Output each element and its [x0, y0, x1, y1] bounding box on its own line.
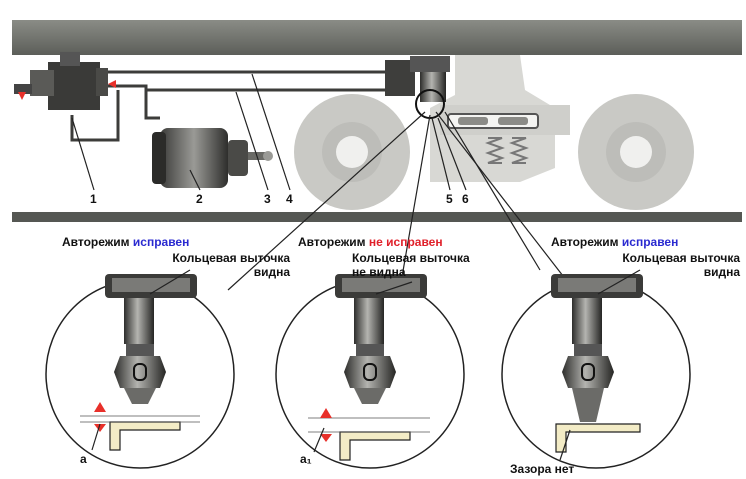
panel-3-bottom-label: Зазора нет	[510, 462, 575, 476]
air-distributor	[14, 52, 116, 110]
rail	[12, 212, 742, 222]
callout-3: 3	[264, 192, 271, 206]
detail-circle-1	[45, 274, 235, 469]
callout-5: 5	[446, 192, 453, 206]
panel-2-note-line2: не видна	[352, 265, 406, 279]
leader-lines	[227, 111, 571, 301]
callout-4: 4	[286, 192, 293, 206]
panel-2-title-prefix: Авторежим	[298, 235, 366, 249]
panel-2-gap-label: а₁	[300, 452, 312, 466]
panel-3-title-prefix: Авторежим	[551, 235, 619, 249]
auto-mode-unit	[385, 56, 450, 119]
pipes	[70, 70, 410, 142]
panel-2-note: Кольцевая выточка не видна	[352, 251, 470, 279]
panel-3-status: исправен	[621, 235, 679, 249]
callout-ticks	[71, 73, 467, 191]
panel-2-title: Авторежим не исправен	[298, 235, 443, 249]
detail-circle-2	[275, 274, 465, 469]
springs	[485, 137, 529, 164]
bogie	[294, 55, 694, 210]
panel-2-status: не исправен	[368, 235, 443, 249]
panel-1-note-line1: Кольцевая выточка	[172, 251, 290, 265]
panel-2-note-line1: Кольцевая выточка	[352, 251, 470, 265]
panel-1-status: исправен	[132, 235, 190, 249]
callout-1: 1	[90, 192, 97, 206]
callout-6: 6	[462, 192, 469, 206]
panel-1-note-line2: видна	[253, 265, 290, 279]
panel-3-note-line2: видна	[703, 265, 740, 279]
callout-2: 2	[196, 192, 203, 206]
panel-1-gap-label: а	[80, 452, 87, 466]
panel-1-title: Авторежим исправен	[62, 235, 189, 249]
car-frame-beam	[12, 20, 742, 55]
detail-circle-3	[501, 274, 691, 469]
brake-cylinder	[152, 128, 273, 188]
panel-3-title: Авторежим исправен	[551, 235, 678, 249]
label-leaders	[91, 269, 641, 461]
panel-1-title-prefix: Авторежим	[62, 235, 130, 249]
panel-3-note: Кольцевая выточка видна	[566, 251, 740, 279]
panel-1-note: Кольцевая выточка видна	[120, 251, 290, 279]
panel-3-note-line1: Кольцевая выточка	[622, 251, 740, 265]
